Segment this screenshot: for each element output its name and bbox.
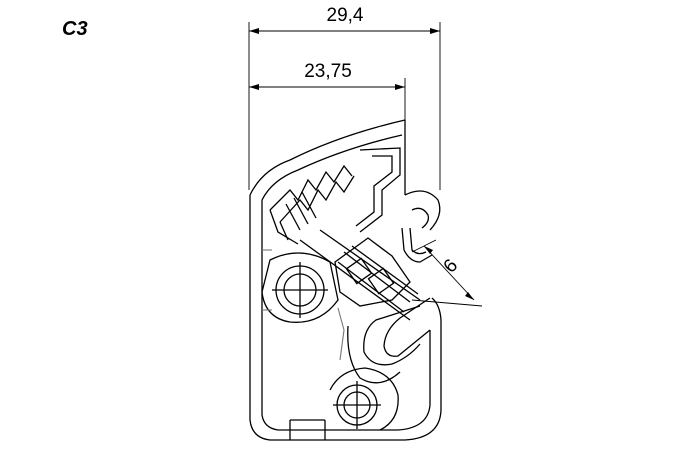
upper-pivot: [261, 252, 339, 323]
catch-slot: [347, 297, 431, 384]
dim-slot-label: 6: [440, 255, 463, 277]
dimension-inner: 23,75: [249, 61, 406, 120]
dimension-overall: 29,4: [248, 5, 441, 190]
dim-inner-label: 23,75: [304, 61, 352, 82]
dimension-slot: 6: [411, 239, 483, 307]
lower-pivot: [329, 367, 399, 431]
housing-outline: [249, 119, 442, 441]
interior-detail-lines: [262, 249, 345, 361]
linkage-block: [299, 229, 421, 321]
latch-pawl: [355, 147, 433, 263]
spring: [269, 164, 355, 245]
dim-overall-label: 29,4: [327, 5, 364, 26]
variant-label: C3: [62, 18, 88, 40]
